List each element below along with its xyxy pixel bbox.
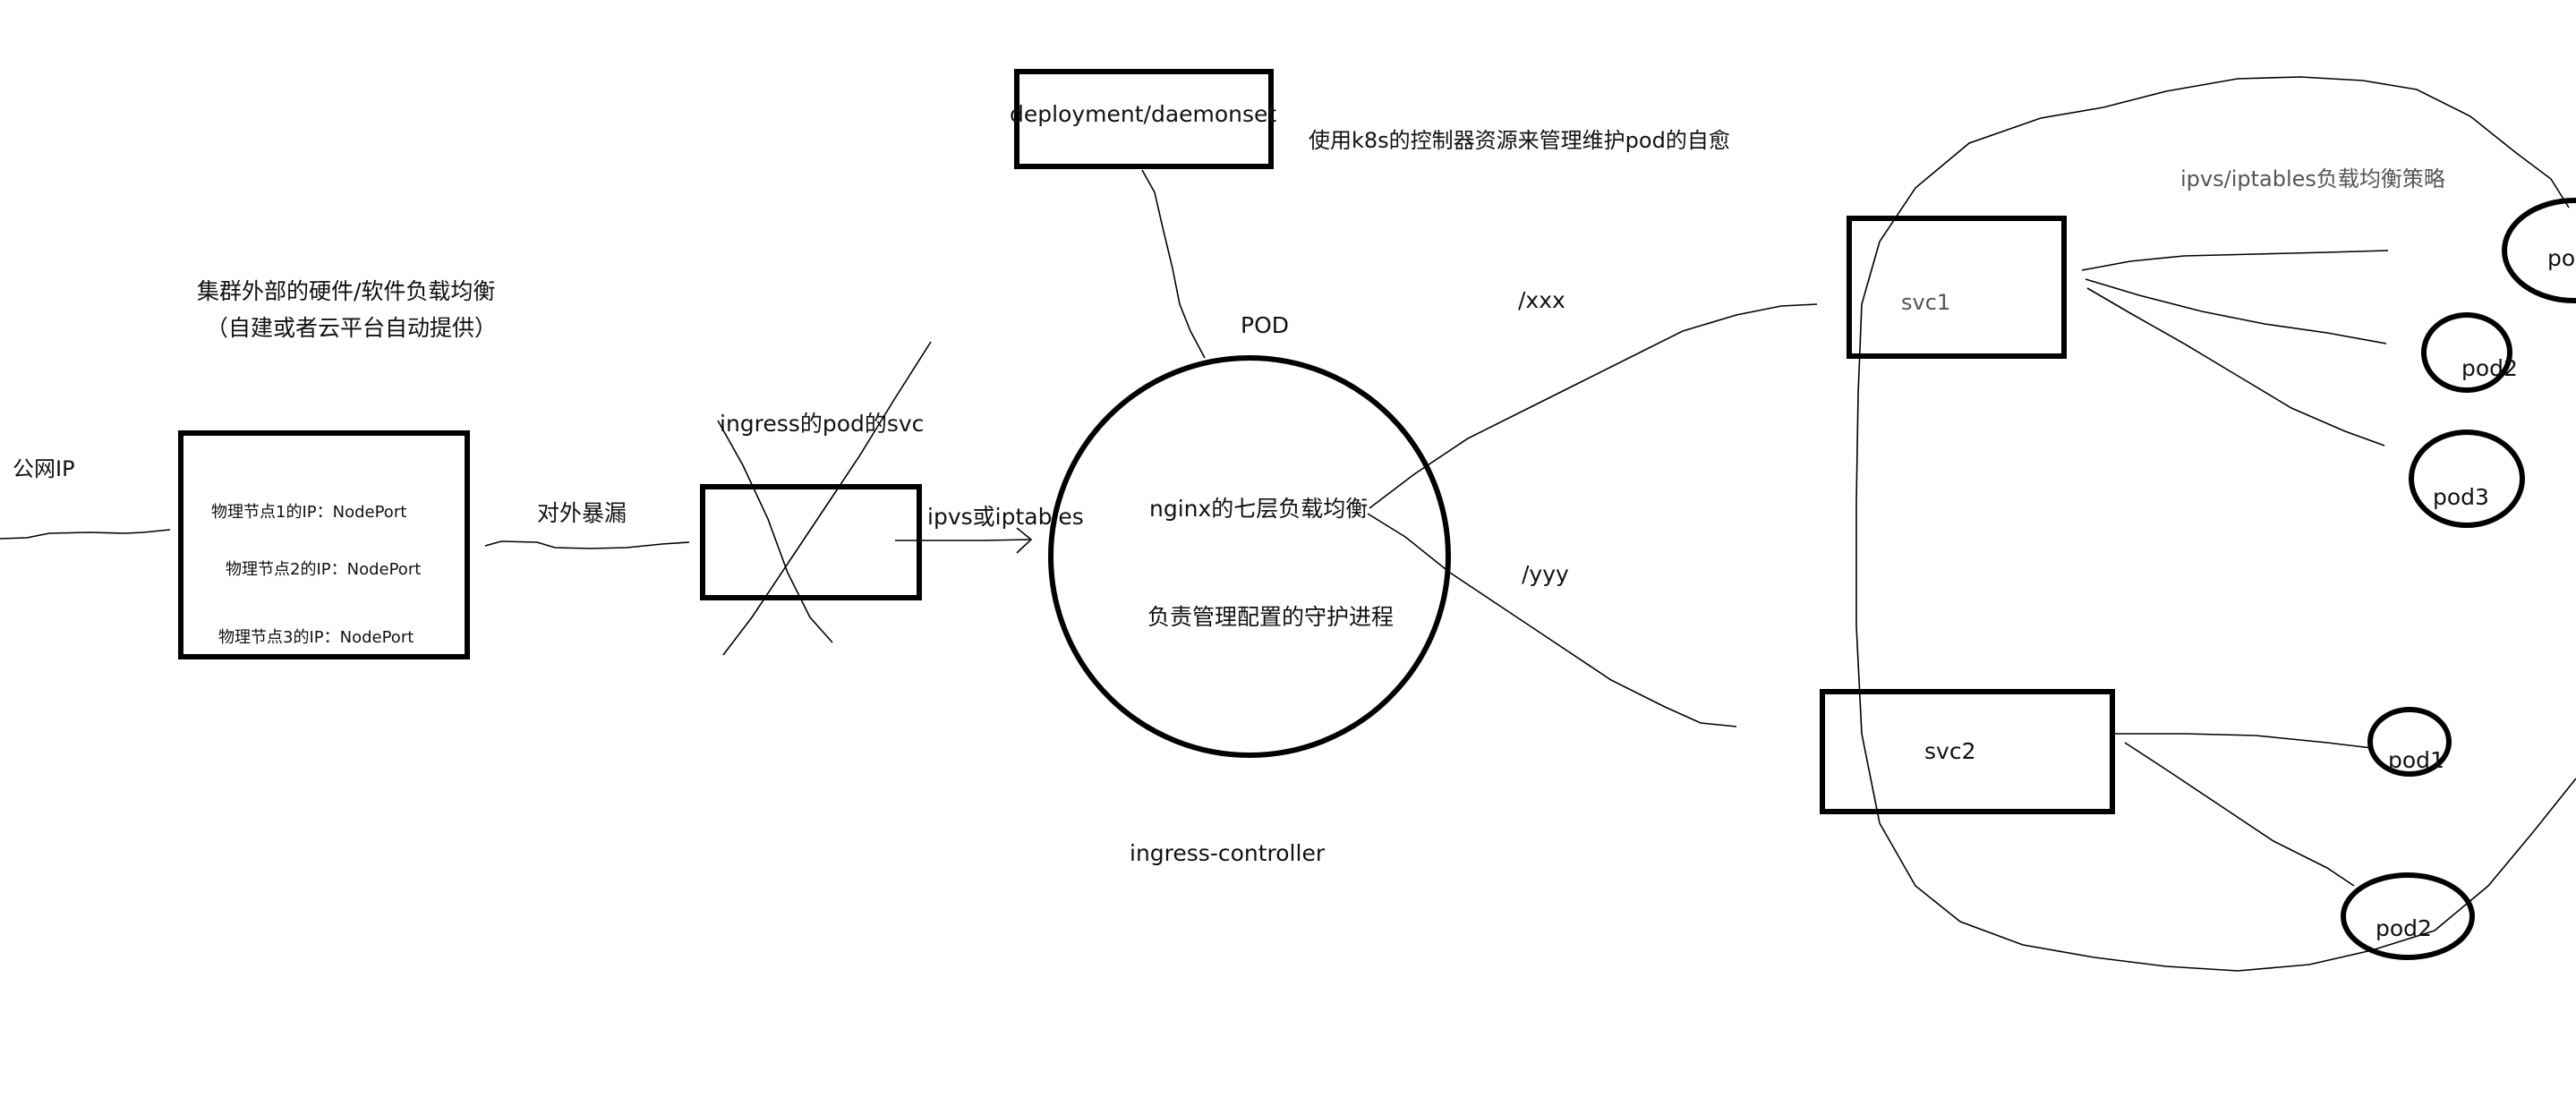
- node2-label: 物理节点2的IP：NodePort: [226, 560, 421, 579]
- node3-label: 物理节点3的IP：NodePort: [218, 628, 414, 647]
- path-yyy-label: /yyy: [1522, 561, 1569, 587]
- svc1-to-pod3-line: [2086, 287, 2385, 446]
- route-xxx-line: [1369, 303, 1818, 509]
- controller-note: 使用k8s的控制器资源来管理维护pod的自愈: [1309, 128, 1730, 153]
- svc1-to-pod-a-line: [2081, 250, 2389, 271]
- svc1-label: svc1: [1901, 290, 1950, 315]
- node-boundary-curve: [1855, 76, 2576, 972]
- expose-label: 对外暴漏: [537, 500, 627, 526]
- cross-out-line-1: [722, 341, 932, 656]
- pod2-top-ellipse: [2421, 312, 2512, 393]
- ingress-pod-svc-label: ingress的pod的svc: [720, 411, 924, 437]
- pod-label: POD: [1241, 312, 1289, 338]
- pod2-bottom-label: pod2: [2376, 915, 2432, 941]
- svc1-box: [1847, 216, 2067, 359]
- lb-strategy-label: ipvs/iptables负载均衡策略: [2180, 166, 2445, 191]
- svc2-label: svc2: [1924, 738, 1975, 764]
- pod-cut-label: po: [2547, 245, 2575, 271]
- physical-nodes-box: [178, 430, 470, 659]
- pod1-bottom-ellipse: [2367, 707, 2452, 777]
- path-xxx-label: /xxx: [1518, 287, 1565, 313]
- svc2-to-pod2-line: [2124, 742, 2355, 887]
- expose-line: [484, 540, 690, 549]
- pod2-bottom-ellipse: [2341, 872, 2475, 960]
- pod2-top-label: pod2: [2461, 355, 2518, 381]
- pod-partial-ellipse: [2502, 198, 2576, 303]
- svc2-box: [1820, 689, 2115, 814]
- ingress-controller-pod-circle: [1048, 355, 1451, 758]
- public-ip-line: [0, 529, 171, 540]
- ipvs-or-iptables-label: ipvs或iptables: [927, 504, 1084, 530]
- deployment-label: deployment/daemonset: [1010, 101, 1276, 127]
- external-lb-label-line2: （自建或者云平台自动提供）: [206, 315, 497, 341]
- nginx-label: nginx的七层负载均衡: [1149, 496, 1368, 522]
- pod3-label: pod3: [2433, 484, 2489, 510]
- daemon-label: 负责管理配置的守护进程: [1147, 604, 1394, 630]
- node1-label: 物理节点1的IP：NodePort: [211, 503, 406, 522]
- cross-out-line-2: [717, 420, 833, 643]
- public-ip-label: 公网IP: [13, 456, 75, 481]
- svc2-to-pod1-line: [2114, 733, 2373, 749]
- ingress-svc-box: [700, 484, 922, 600]
- arrow-head: [1016, 527, 1033, 554]
- deployment-to-pod-line: [1141, 169, 1206, 359]
- pod1-bottom-label: pod1: [2388, 747, 2444, 773]
- deployment-box: [1014, 69, 1274, 169]
- ingress-controller-label: ingress-controller: [1130, 840, 1326, 866]
- external-lb-label-line1: 集群外部的硬件/软件负载均衡: [197, 278, 495, 304]
- route-yyy-line: [1367, 513, 1737, 727]
- svc1-to-pod2-line: [2085, 278, 2387, 344]
- pod3-ellipse: [2409, 429, 2525, 528]
